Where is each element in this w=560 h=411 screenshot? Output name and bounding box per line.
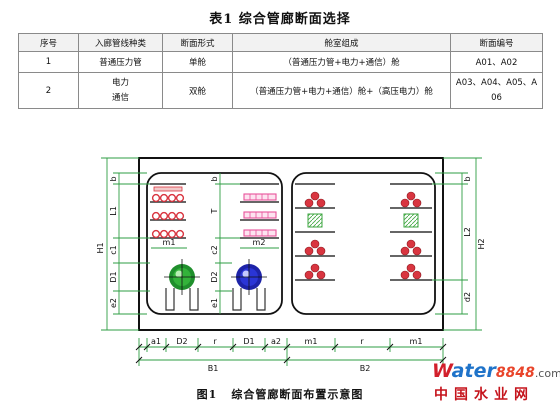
dim-label-r-right: r	[360, 337, 364, 346]
bottom-dimension-chain	[138, 338, 444, 366]
figure-caption: 图1 综合管廊断面布置示意图	[0, 386, 560, 402]
pipeline-type-telecom: 通信	[111, 92, 129, 103]
inner-label-m2: m2	[253, 238, 266, 247]
row-no: 1	[18, 51, 79, 73]
dim-label-e1: e1	[210, 298, 219, 308]
dim-label-m1-left: m1	[305, 337, 318, 346]
pipeline-type-power: 电力	[111, 77, 129, 88]
row-pipeline-types: 普通压力管	[78, 51, 163, 73]
left-cabin-telecom-supports	[240, 183, 279, 239]
row-section-code: A01、A02	[450, 51, 543, 73]
dim-label-B2: B2	[360, 364, 371, 373]
outer-wall	[138, 157, 444, 331]
logo-number: 8848	[495, 365, 535, 381]
dim-label-T: T	[210, 208, 219, 214]
dim-label-D2-vertical: D2	[210, 271, 219, 282]
left-cabin-cable-supports	[150, 183, 186, 239]
dim-label-m1-right: m1	[410, 337, 423, 346]
left-dimension-chain	[101, 157, 150, 331]
logo-dotcom: .com	[534, 367, 560, 380]
dim-label-c1: c1	[109, 245, 118, 255]
dim-label-D2: D2	[176, 337, 187, 346]
right-dimension-chain	[432, 157, 482, 331]
dim-label-b-center: b	[210, 176, 219, 181]
dim-label-H1: H1	[96, 242, 105, 253]
left-cabin	[146, 172, 283, 315]
dim-label-D1: D1	[243, 337, 254, 346]
dim-label-c2: c2	[210, 245, 219, 255]
figure-caption-text: 综合管廊断面布置示意图	[231, 388, 364, 401]
table-row: 2 电力 通信 双舱 （普通压力管+电力+通信）舱+（高压电力）舱 A03、A0…	[18, 72, 543, 109]
row-section-code: A03、A04、A05、A 06	[450, 72, 543, 109]
dim-label-d2: d2	[463, 292, 472, 302]
water-pipe	[164, 259, 200, 311]
hv-cable-trays	[307, 213, 419, 228]
table-header-row: 序号 入廊管线种类 断面形式 舱室组成 断面编号	[18, 33, 543, 52]
dim-label-D1-vertical: D1	[109, 271, 118, 282]
section-selection-table: 序号 入廊管线种类 断面形式 舱室组成 断面编号 1 普通压力管 单舱 （普通压…	[18, 33, 543, 109]
logo-word-ater: ater	[451, 360, 496, 382]
utility-tunnel-section-diagram: H1 b L1 c1 D1 e2 b T c2 D2 e1 b L2 d2 H2…	[96, 157, 486, 373]
header-section-code: 断面编号	[450, 33, 543, 52]
row-section-form: 单舱	[162, 51, 233, 73]
right-cabin-hv-supports	[295, 183, 432, 281]
dim-label-B1: B1	[208, 364, 219, 373]
pressure-pipe	[231, 259, 267, 311]
water8848-logo: Water8848.com 中国水业网	[432, 360, 560, 406]
row-cabin-composition: （普通压力管+电力+通信）舱	[232, 51, 451, 73]
dim-label-a2: a2	[271, 337, 281, 346]
row-pipeline-types: 电力 通信	[78, 72, 163, 109]
inner-label-m1: m1	[163, 238, 176, 247]
row-no: 2	[18, 72, 79, 109]
dim-label-e2: e2	[109, 298, 118, 308]
dim-label-L2: L2	[463, 227, 472, 237]
row-section-form: 双舱	[162, 72, 233, 109]
dim-label-r-left: r	[213, 337, 217, 346]
dim-label-b-left: b	[109, 176, 118, 181]
table-row: 1 普通压力管 单舱 （普通压力管+电力+通信）舱 A01、A02	[18, 51, 543, 73]
center-dimension-chain	[215, 173, 240, 314]
figure-number: 图1	[196, 388, 218, 401]
row-cabin-composition: （普通压力管+电力+通信）舱+（高压电力）舱	[232, 72, 451, 109]
table-title: 表1 综合管廊断面选择	[209, 12, 351, 27]
section-code-line-1: A03、A04、A05、A	[455, 77, 538, 88]
logo-letter-w: W	[432, 360, 452, 382]
header-cabin-composition: 舱室组成	[232, 33, 451, 52]
header-no: 序号	[18, 33, 79, 52]
dim-label-b-right: b	[463, 176, 472, 181]
logo-wordmark: Water8848.com	[432, 360, 560, 382]
header-pipeline-types: 入廊管线种类	[78, 33, 163, 52]
dim-label-L1: L1	[109, 206, 118, 216]
logo-subtitle: 中国水业网	[434, 387, 534, 403]
dim-label-a1: a1	[151, 337, 161, 346]
right-cabin	[291, 172, 436, 315]
dimension-tick-marks	[135, 343, 447, 364]
section-code-line-2: 06	[491, 92, 502, 103]
header-section-form: 断面形式	[162, 33, 233, 52]
dim-label-H2: H2	[477, 238, 486, 249]
hv-cable-bundles	[304, 191, 422, 280]
